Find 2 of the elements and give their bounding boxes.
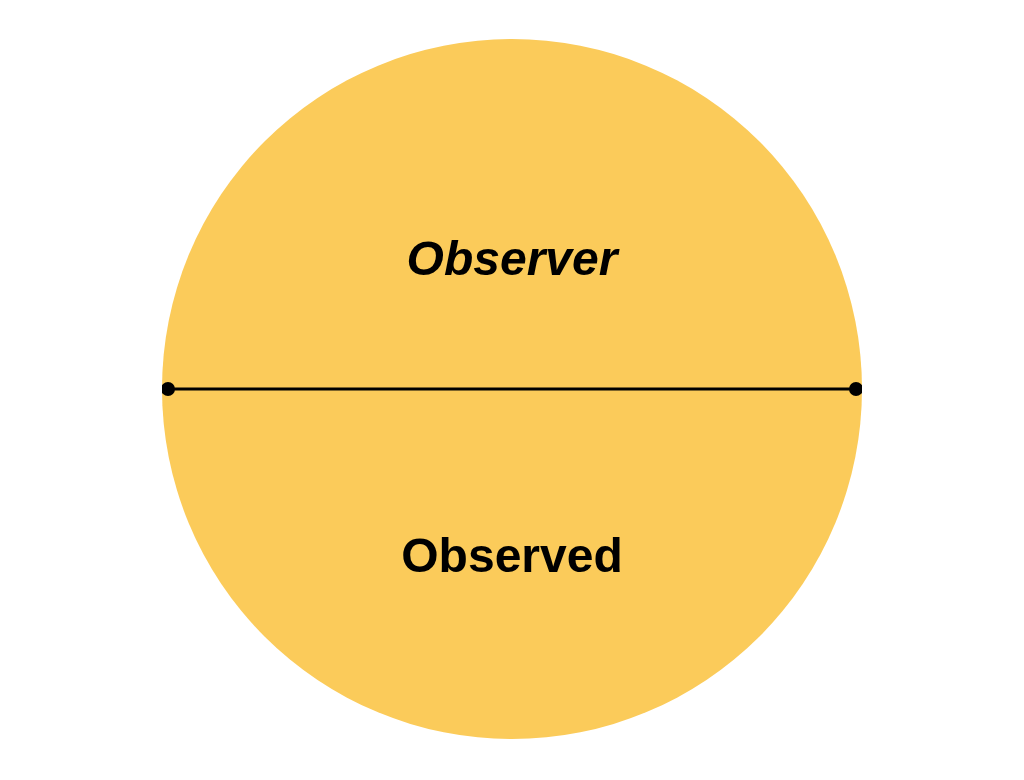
circle-label: Observed (401, 532, 623, 580)
circle-label: Observer (406, 235, 618, 283)
